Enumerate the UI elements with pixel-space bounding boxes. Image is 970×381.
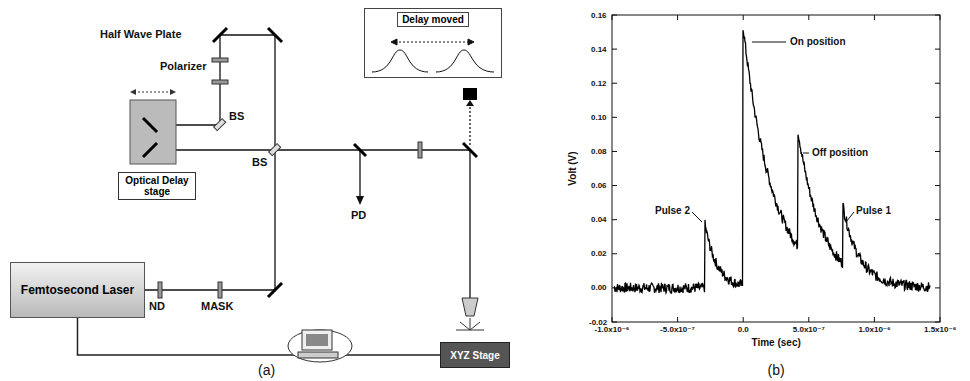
beam-paths — [145, 35, 470, 298]
delay-stage — [130, 100, 176, 164]
control-cable — [78, 318, 441, 355]
text-label: Half Wave Plate — [100, 28, 182, 40]
text-label: (b) — [768, 362, 785, 378]
text-label: On position — [790, 36, 846, 47]
objective-lens — [462, 298, 478, 316]
tick-label: 0.04 — [591, 215, 607, 224]
tick-label: 0.00 — [591, 283, 607, 292]
leader-lines — [692, 42, 854, 222]
tick-label: -5.0x10⁻⁷ — [660, 325, 695, 334]
text-label: PD — [351, 209, 366, 221]
plot-frame — [612, 15, 940, 322]
box-label: Optical Delay stage — [124, 175, 190, 197]
text-label: ND — [149, 300, 165, 312]
tick-label: 1.0x10⁻⁶ — [858, 325, 890, 334]
text-label: (a) — [258, 362, 275, 378]
inset-pulses — [372, 39, 494, 72]
labelled-box: Optical Delay stage — [118, 172, 196, 200]
tick-label: 1.5x10⁻⁶ — [924, 325, 956, 334]
tick-label: 0.16 — [591, 11, 607, 20]
wave-plates — [158, 58, 422, 298]
box-label: XYZ Stage — [450, 350, 499, 361]
pd-arrowhead — [356, 196, 364, 205]
tick-label: 0.10 — [591, 113, 607, 122]
detector-arrowhead — [466, 100, 474, 106]
tick-label: 0.06 — [591, 181, 607, 190]
text-label: BS — [252, 156, 267, 168]
text-label: Pulse 2 — [655, 205, 690, 216]
tick-label: 0.14 — [591, 45, 607, 54]
labelled-box: XYZ Stage — [440, 342, 510, 368]
text-label: Time (sec) — [752, 337, 801, 348]
stage-motion-arrow — [134, 92, 172, 93]
tick-label: 0.0 — [738, 325, 749, 334]
computer-icon — [288, 330, 352, 362]
tick-label: -1.0x10⁻⁶ — [595, 325, 630, 334]
box-label: Delay moved — [397, 12, 469, 27]
text-label: MASK — [201, 300, 233, 312]
signal-trace — [614, 30, 930, 293]
text-label: Off position — [812, 147, 868, 158]
beam-splitters — [214, 119, 281, 156]
box-label: Femtosecond Laser — [21, 283, 134, 297]
text-label: BS — [229, 110, 244, 122]
tick-label: 5.0x10⁻⁷ — [793, 325, 825, 334]
text-label: Volt (V) — [567, 151, 578, 185]
tick-label: 0.12 — [591, 79, 607, 88]
axis-ticks — [612, 15, 940, 322]
text-label: Polarizer — [160, 60, 206, 72]
tick-label: 0.08 — [591, 147, 607, 156]
tick-label: 0.02 — [591, 249, 607, 258]
labelled-box: Femtosecond Laser — [10, 262, 145, 318]
labelled-box: Delay moved — [364, 8, 502, 78]
mirrors — [143, 28, 477, 297]
ablation-spark — [456, 318, 484, 330]
detector — [463, 88, 477, 100]
text-label: Pulse 1 — [856, 205, 891, 216]
